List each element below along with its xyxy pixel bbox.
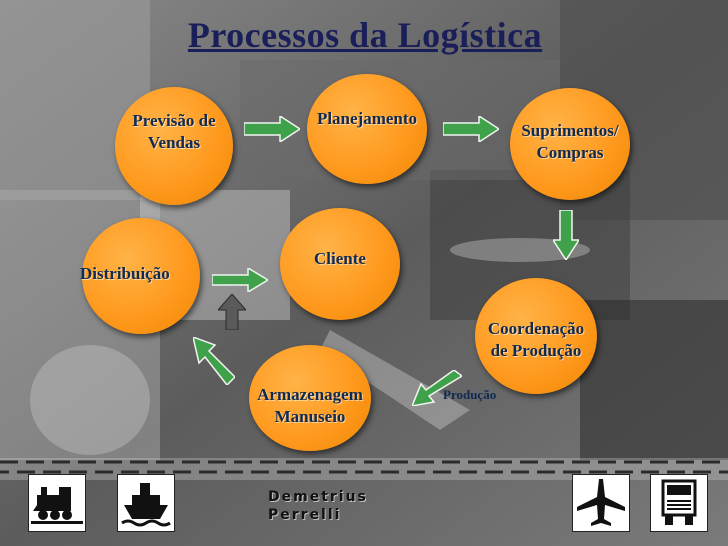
dashed-divider xyxy=(0,458,728,480)
airplane-icon xyxy=(572,474,630,532)
arrow-suprimentos-to-coordenacao xyxy=(553,210,579,260)
author-name: Demetrius Perrelli xyxy=(268,488,368,524)
up-arrow-icon xyxy=(218,294,246,330)
node-cliente xyxy=(280,208,400,320)
label-coordenacao: Coordenação de Produção xyxy=(487,319,585,360)
author-line-1: Demetrius xyxy=(268,489,368,505)
edge-label-producao: Produção xyxy=(443,387,497,402)
truck-icon xyxy=(650,474,708,532)
label-cliente: Cliente xyxy=(314,249,366,268)
label-armazenagem: Armazenagem Manuseio xyxy=(257,385,363,426)
label-distribuicao: Distribuição xyxy=(80,264,170,283)
arrow-previsao-to-planejamento xyxy=(244,116,300,142)
node-distribuicao xyxy=(82,218,200,334)
node-planejamento xyxy=(307,74,427,184)
ship-icon xyxy=(117,474,175,532)
arrow-coordenacao-to-armazenagem xyxy=(412,370,462,406)
label-planejamento: Planejamento xyxy=(316,109,418,128)
author-line-2: Perrelli xyxy=(268,507,342,523)
label-previsao: Previsão de Vendas xyxy=(132,111,216,152)
node-coordenacao xyxy=(475,278,597,394)
label-suprimentos: Suprimentos/ Compras xyxy=(521,121,619,162)
node-suprimentos xyxy=(510,88,630,200)
node-previsao xyxy=(115,87,233,205)
arrow-armazenagem-to-distribuicao xyxy=(193,337,235,385)
train-icon xyxy=(28,474,86,532)
arrow-distribuicao-to-cliente xyxy=(212,268,268,292)
node-armazenagem xyxy=(249,345,371,451)
page-title: Processos da Logística xyxy=(187,15,543,55)
arrow-planejamento-to-suprimentos xyxy=(443,116,499,142)
